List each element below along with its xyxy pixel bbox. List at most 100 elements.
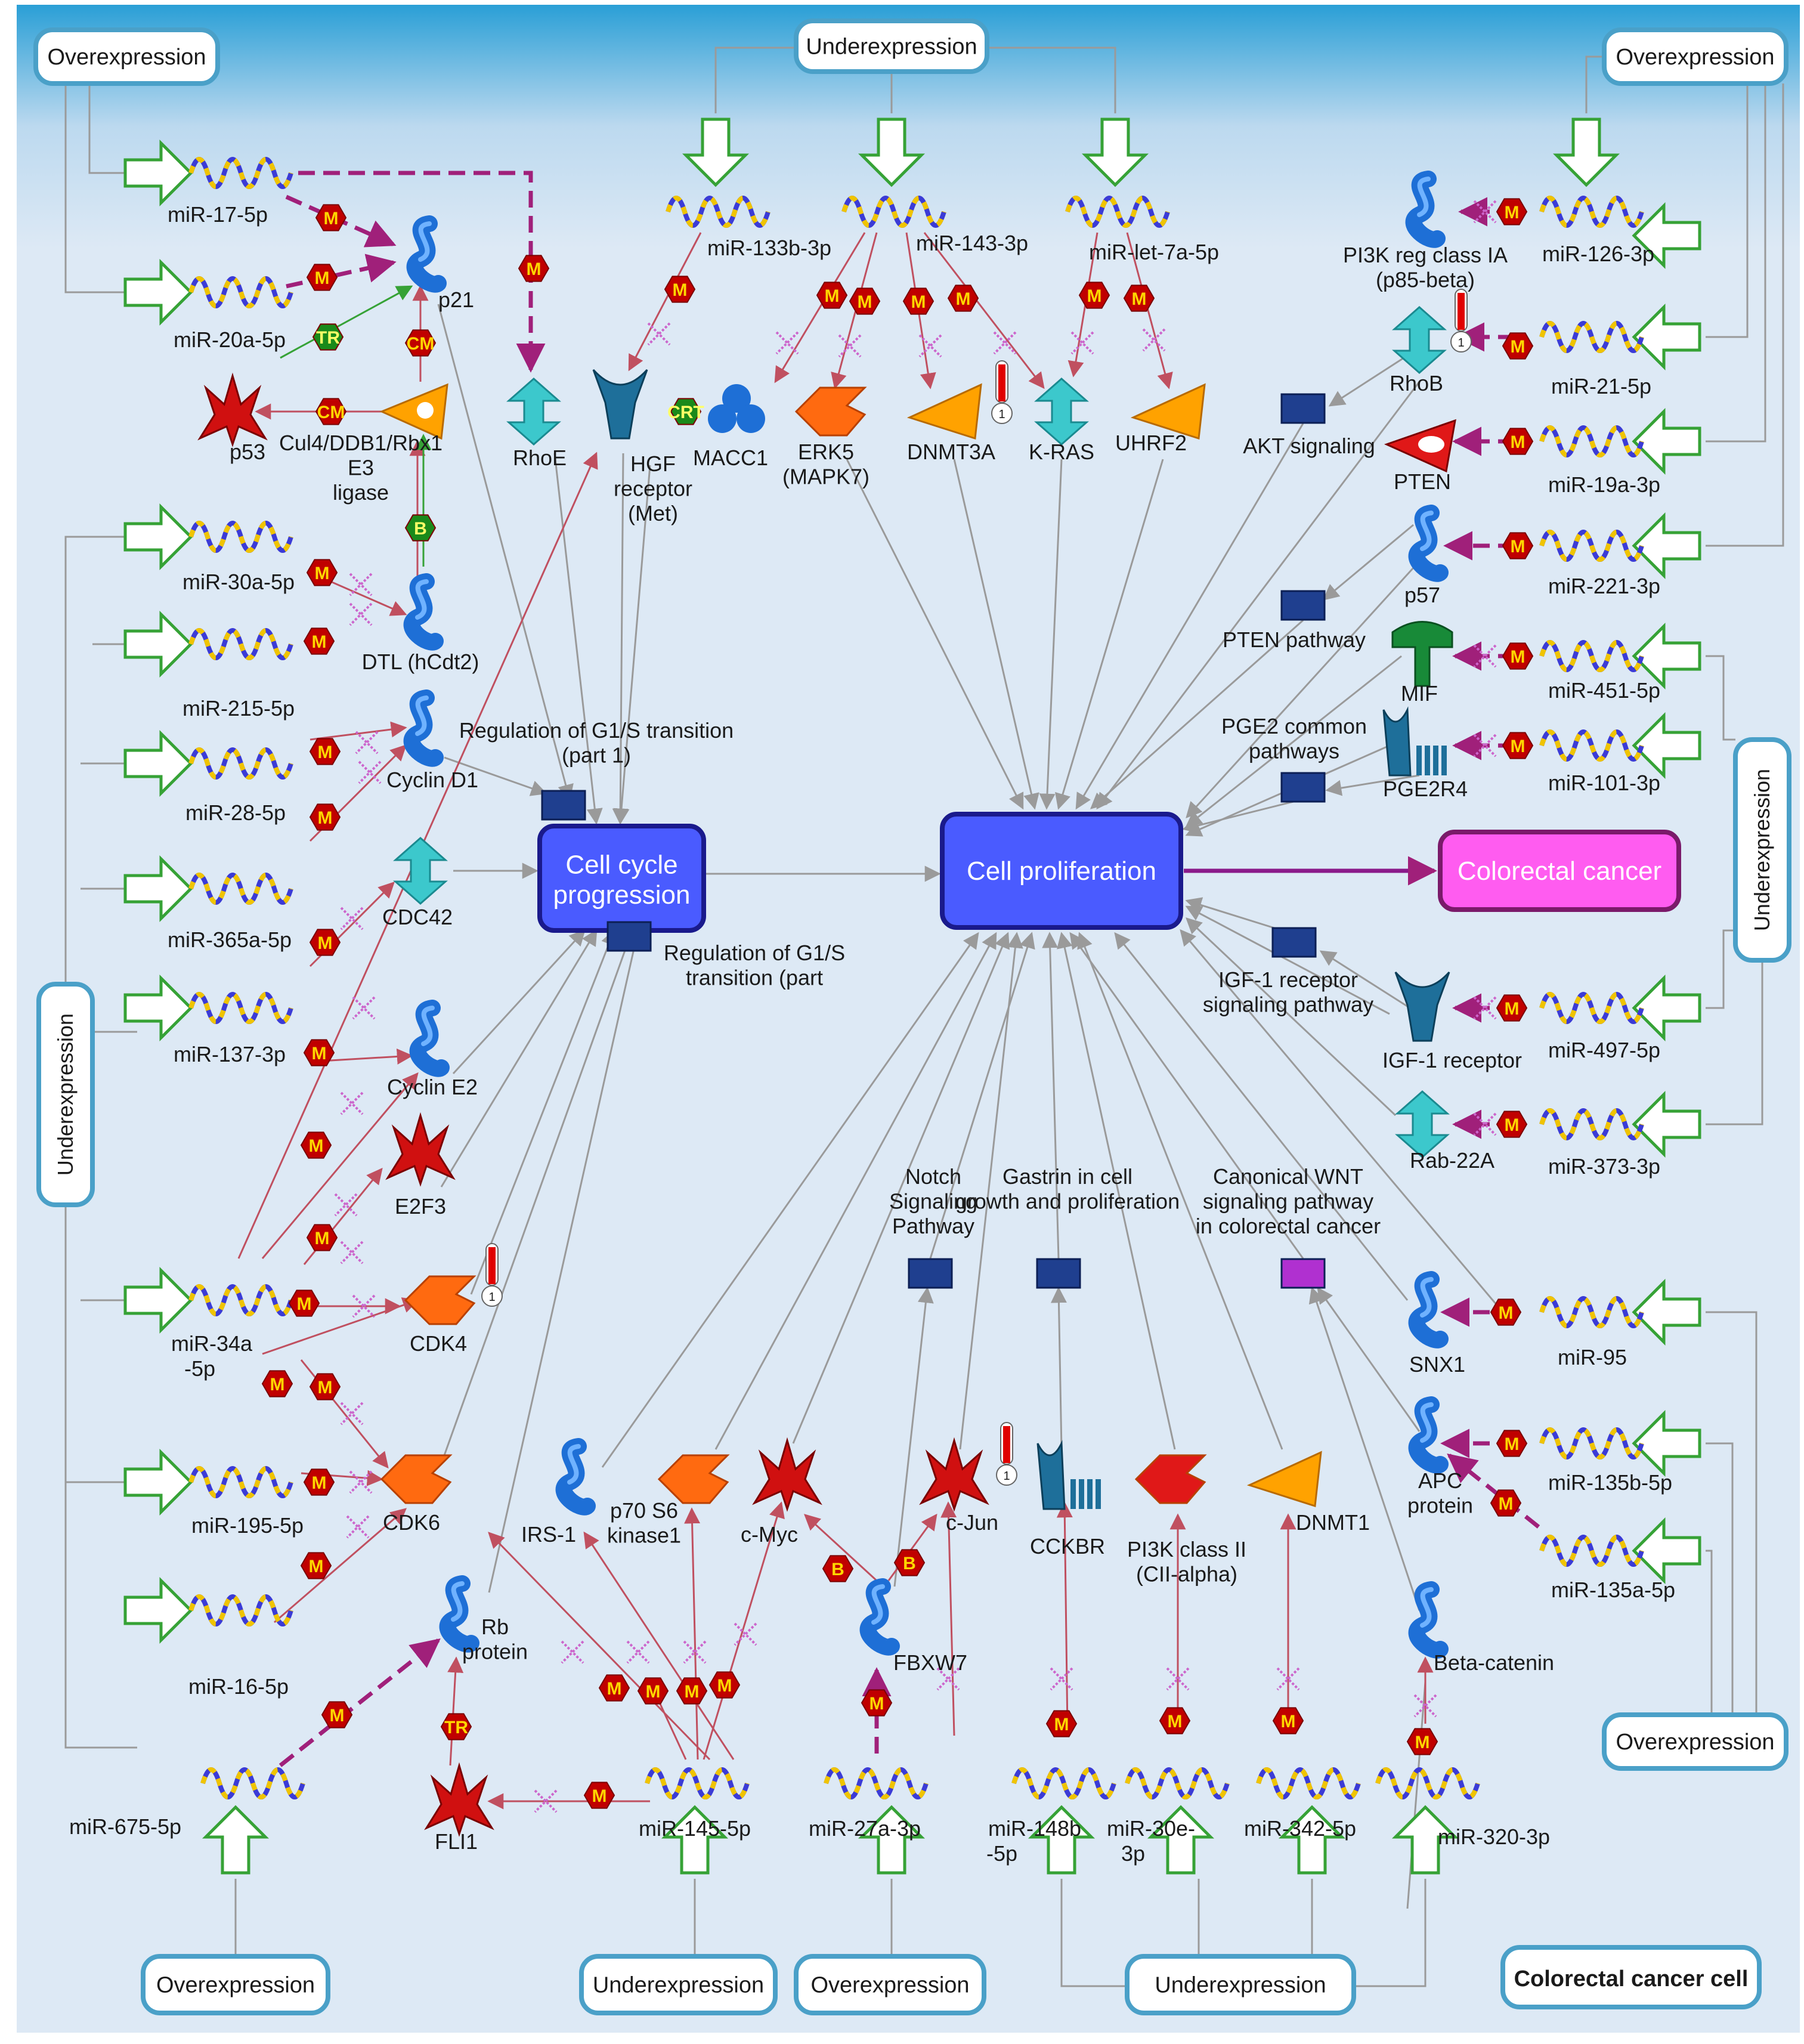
expression-arrow-top-1: [858, 117, 926, 187]
badge-label: M: [911, 292, 926, 312]
colorectal-cancer-box: Colorectal cancer: [1438, 830, 1681, 912]
protein-label-dtl: DTL (hCdt2): [362, 650, 479, 674]
pathway-g1s-part1: [541, 790, 586, 821]
mirna-label-m95: miR-95: [1558, 1345, 1627, 1369]
mirna-wave-m143: [841, 196, 946, 228]
pten-icon: [1384, 419, 1456, 473]
protein-label-cckbr: CCKBR: [1030, 1534, 1105, 1558]
overexpression-box-right-bottom: Overexpression: [1602, 1712, 1788, 1771]
mechanism-badge-m-29: M: [861, 1689, 893, 1717]
mirna-wave-m365a: [188, 873, 293, 905]
mirna-wave-m195: [188, 1466, 293, 1498]
cell-label-box: Colorectal cancer cell: [1500, 1945, 1762, 2009]
mechanism-badge-cm-2: CM: [315, 398, 347, 425]
pge2-pathway-link: [1325, 774, 1420, 796]
badge-label: M: [1511, 337, 1525, 357]
mechanism-badge-m-9: M: [1123, 285, 1155, 312]
underexpression-box-right: Underexpression: [1733, 737, 1791, 963]
badge-label: M: [858, 292, 872, 312]
fbxw7-icon: [859, 1578, 900, 1656]
ctx-link: [714, 47, 796, 113]
underexpression-box-bottom-1: Underexpression: [579, 1954, 778, 2015]
badge-label: M: [869, 1694, 884, 1714]
inhibition-link-25: [583, 1531, 735, 1760]
pathway-notch: [908, 1258, 953, 1289]
mechanism-badge-cm-1: CM: [404, 329, 437, 357]
inhibition-mark: [340, 907, 364, 930]
mirna-label-m19a: miR-19a-3p: [1548, 472, 1660, 497]
inhibition-mark: [1473, 644, 1497, 668]
protein-label-erk5: ERK5(MAPK7): [782, 440, 869, 488]
badge-label: M: [1505, 1115, 1520, 1135]
mirna-label-m215: miR-215-5p: [182, 696, 295, 720]
mirna-wave-m95: [1539, 1296, 1644, 1328]
activation-link-prolif-18: [1042, 932, 1060, 1259]
cul4-ligase-icon: [379, 383, 448, 440]
badge-label: M: [309, 1557, 324, 1576]
mechanism-badge-m-22: M: [300, 1552, 332, 1579]
badge-label: M: [1168, 1712, 1183, 1731]
mechanism-badge-m-35: M: [1502, 332, 1534, 360]
expression-arrow-right-4: [1632, 622, 1701, 690]
underexpression-box-bottom-2: Underexpression: [1125, 1954, 1356, 2015]
expression-arrow-bottom-2: [858, 1805, 926, 1875]
apc-protein-icon: [1408, 1396, 1449, 1474]
pathway-g1s-part2: [607, 921, 652, 952]
protein-label-cdk6: CDK6: [383, 1510, 440, 1535]
badge-label: TR: [316, 328, 340, 348]
inhibition-mark: [1473, 996, 1497, 1020]
inhibition-mark: [561, 1640, 584, 1664]
p70s6k-icon: [657, 1454, 730, 1504]
inhibition-link-22: [684, 1507, 701, 1760]
pathway-gastrin: [1036, 1258, 1081, 1289]
expression-arrow-left-3: [123, 610, 193, 678]
mirna-wave-m21: [1539, 321, 1644, 353]
p21-icon: [406, 215, 447, 293]
mirna-label-m221: miR-221-3p: [1548, 574, 1660, 598]
mechanism-badge-m-37: M: [1502, 532, 1534, 559]
badge-label: M: [825, 286, 840, 306]
inhibition-mark: [1276, 1667, 1300, 1691]
activation-link-prolif-16: [792, 932, 1010, 1444]
mirna-label-m143: miR-143-3p: [916, 231, 1028, 255]
rhoe-icon: [506, 378, 561, 446]
activation-link-prolif-17: [929, 932, 1035, 1259]
igf1-receptor-icon: [1394, 971, 1450, 1042]
mechanism-badge-m-41: M: [1496, 1111, 1528, 1138]
badge-label: M: [592, 1786, 607, 1806]
mechanism-badge-m-27: M: [676, 1677, 708, 1705]
thermometer-label: 1: [1003, 1470, 1010, 1483]
ctx-link: [1585, 55, 1604, 113]
mechanism-badge-m-44: M: [1490, 1489, 1522, 1517]
pathway-label-g1s1: Regulation of G1/S transition(part 1): [459, 718, 734, 767]
protein-label-cdk4: CDK4: [410, 1331, 467, 1356]
activation-link-prolif-14: [601, 932, 979, 1468]
mechanism-badge-m-18: M: [288, 1290, 320, 1317]
mechanism-badge-m-31: M: [1159, 1707, 1191, 1734]
mirna-wave-m30a: [188, 521, 293, 553]
mechanism-badge-m-13: M: [309, 803, 341, 831]
protein-label-cmyc: c-Myc: [741, 1522, 798, 1547]
inhibition-link-1: [774, 232, 866, 384]
mirna-wave-m497: [1539, 992, 1644, 1024]
label-layer: miR-17-5pmiR-20a-5pmiR-30a-5pmiR-215-5pm…: [69, 202, 1675, 1866]
underexpression-box-top: Underexpression: [794, 18, 989, 74]
expression-arrow-left-5: [123, 855, 193, 923]
inhibition-mark: [349, 573, 373, 596]
protein-label-irs1: IRS-1: [521, 1522, 576, 1547]
protein-label-igf1r: IGF-1 receptor: [1382, 1048, 1522, 1072]
activation-link-prolif-2: [1039, 459, 1063, 810]
cckbr-icon: [1036, 1440, 1101, 1510]
inhibition-mark: [1142, 328, 1166, 352]
activation-link-prolif-25: [1317, 1287, 1421, 1432]
inhibition-link-13: [261, 1072, 419, 1259]
mechanism-badge-m-20: M: [309, 1373, 341, 1400]
inhibition-link-33: [447, 1656, 464, 1766]
expression-arrow-bottom-6: [1391, 1805, 1459, 1875]
rab22a-icon: [1395, 1090, 1450, 1158]
expression-arrow-left-9: [123, 1576, 193, 1644]
